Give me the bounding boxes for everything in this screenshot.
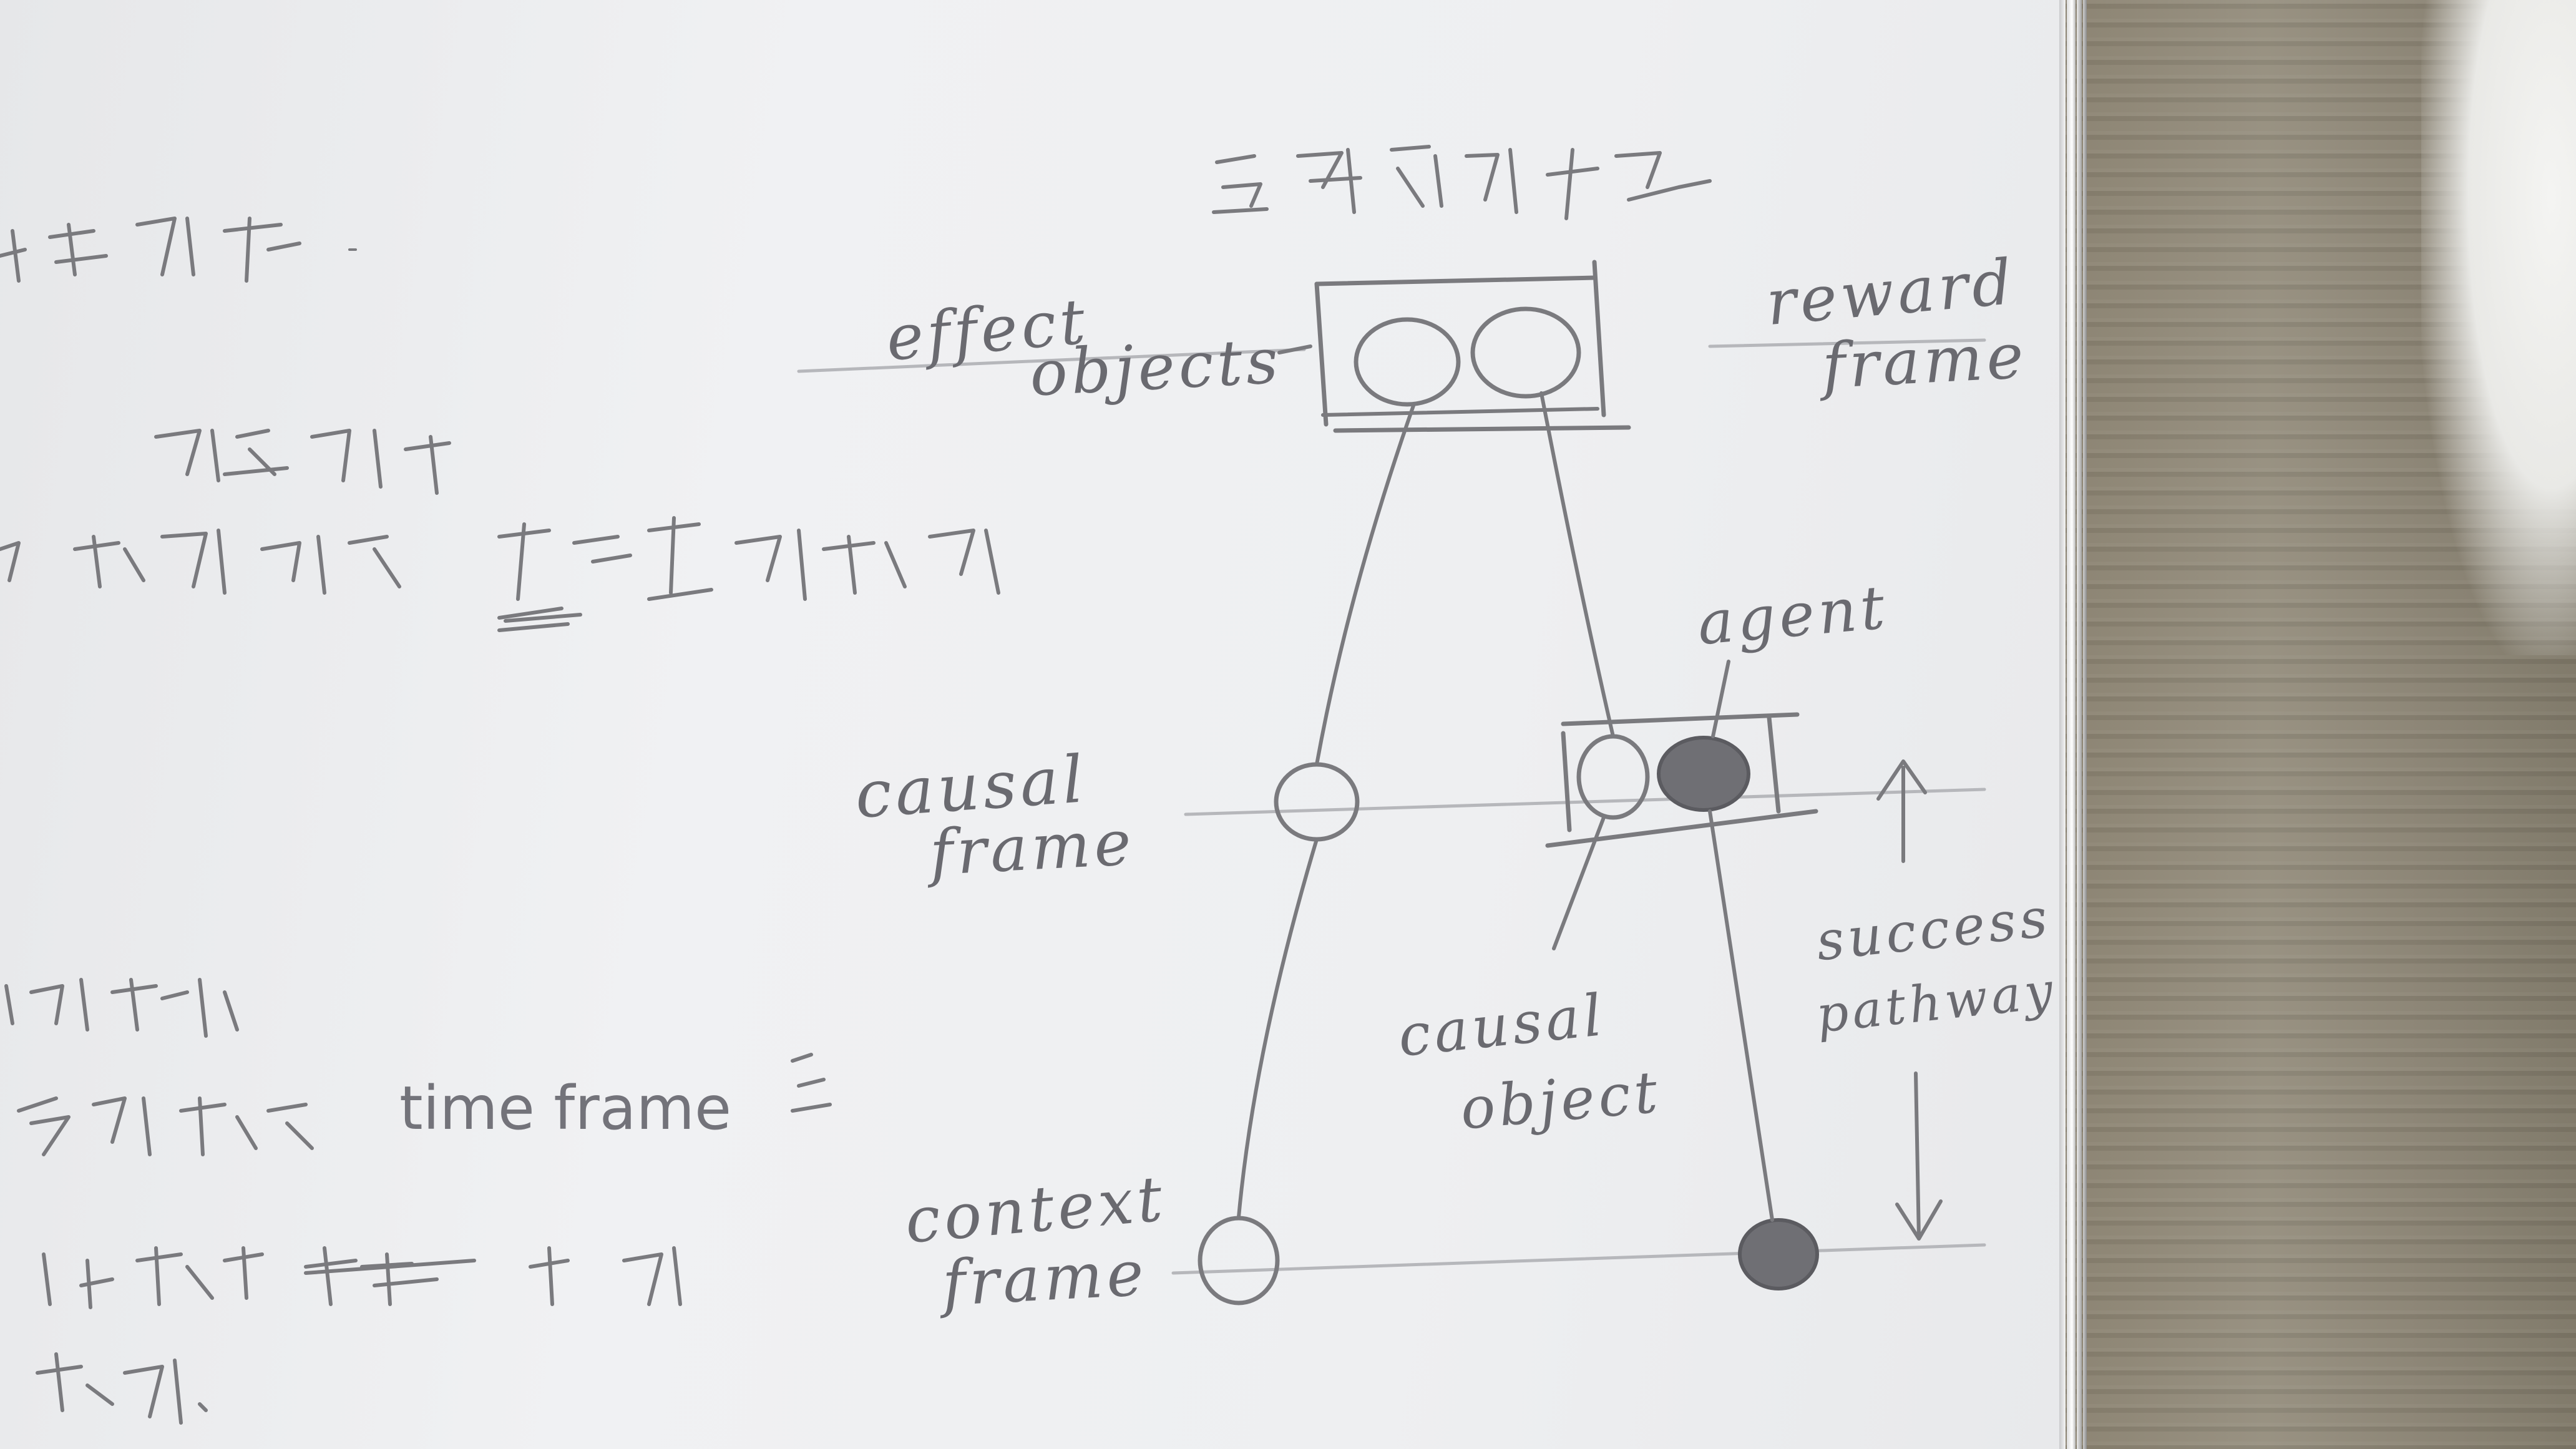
causal-frame-circle xyxy=(1274,762,1360,842)
context-agent-circle-filled xyxy=(1738,1218,1819,1290)
connector-line xyxy=(1237,837,1319,1219)
desk-light-reflection xyxy=(2421,0,2576,655)
connector-line xyxy=(1552,816,1606,950)
up-arrow-icon xyxy=(1876,759,1927,863)
arrow-dash xyxy=(1277,344,1312,354)
guide-line-top xyxy=(797,348,1306,373)
connector-line xyxy=(1708,809,1774,1222)
handwritten-korean-scribbles xyxy=(0,217,1000,1425)
handwritten-heading-scribble xyxy=(1212,145,1712,220)
guide-line-top-right xyxy=(1708,338,1986,348)
effect-objects-box xyxy=(1314,260,1631,433)
note-time-frame: time frame xyxy=(399,1073,732,1143)
agent-box xyxy=(1545,712,1818,848)
effect-object-circle xyxy=(1470,306,1581,399)
label-objects: objects xyxy=(1028,324,1284,411)
down-arrow-icon xyxy=(1895,1071,1943,1241)
page-edge xyxy=(2083,0,2087,1449)
connector-line xyxy=(1315,404,1415,766)
connector-line xyxy=(1539,391,1615,738)
guide-line-bottom xyxy=(1171,1243,1986,1275)
effect-object-circle xyxy=(1354,317,1461,407)
context-frame-circle xyxy=(1198,1216,1280,1305)
agent-circle-filled xyxy=(1657,736,1750,812)
agent-pointer xyxy=(1711,660,1730,738)
causal-object-circle xyxy=(1576,734,1650,820)
label-reward-frame: frame xyxy=(1820,319,2029,403)
label-context-frame: frame xyxy=(940,1236,1149,1320)
label-causal-frame: frame xyxy=(928,806,1137,890)
page-edge xyxy=(2077,0,2082,1449)
page-edge xyxy=(2059,0,2066,1449)
pencil-diagram xyxy=(0,145,1986,1425)
page-edge xyxy=(2067,0,2076,1449)
